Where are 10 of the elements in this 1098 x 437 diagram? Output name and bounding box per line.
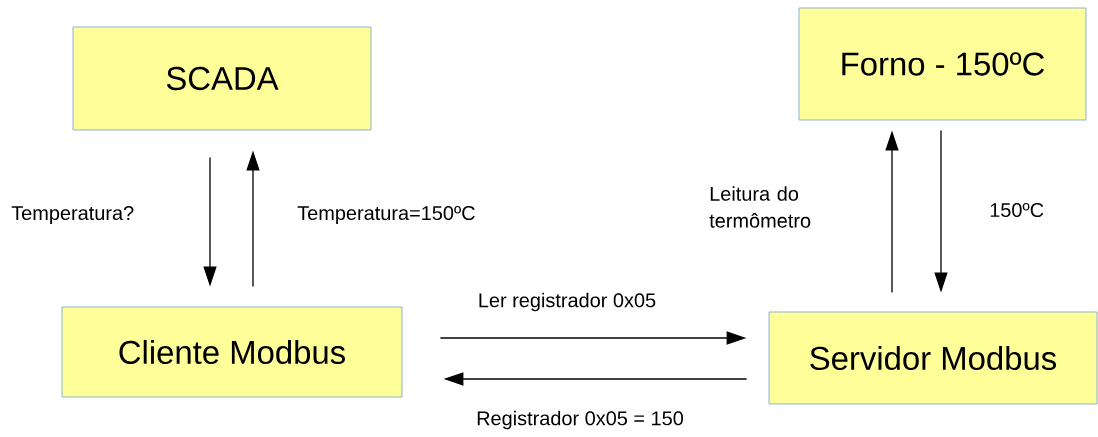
- process-box: Cliente Modbus: [61, 306, 403, 398]
- edge-label: Leitura do termômetro: [709, 186, 811, 228]
- process-box: Servidor Modbus: [768, 311, 1098, 405]
- edge-label: Ler registrador 0x05: [479, 292, 656, 312]
- edge-label: Temperatura?: [11, 206, 134, 224]
- edge-label: Registrador 0x05 = 150: [477, 410, 683, 430]
- process-box: SCADA: [72, 26, 372, 131]
- edge-label: 150ºC: [990, 202, 1044, 218]
- edge-label: Temperatura=150ºC: [297, 205, 475, 225]
- process-box: Forno - 150ºC: [798, 7, 1087, 121]
